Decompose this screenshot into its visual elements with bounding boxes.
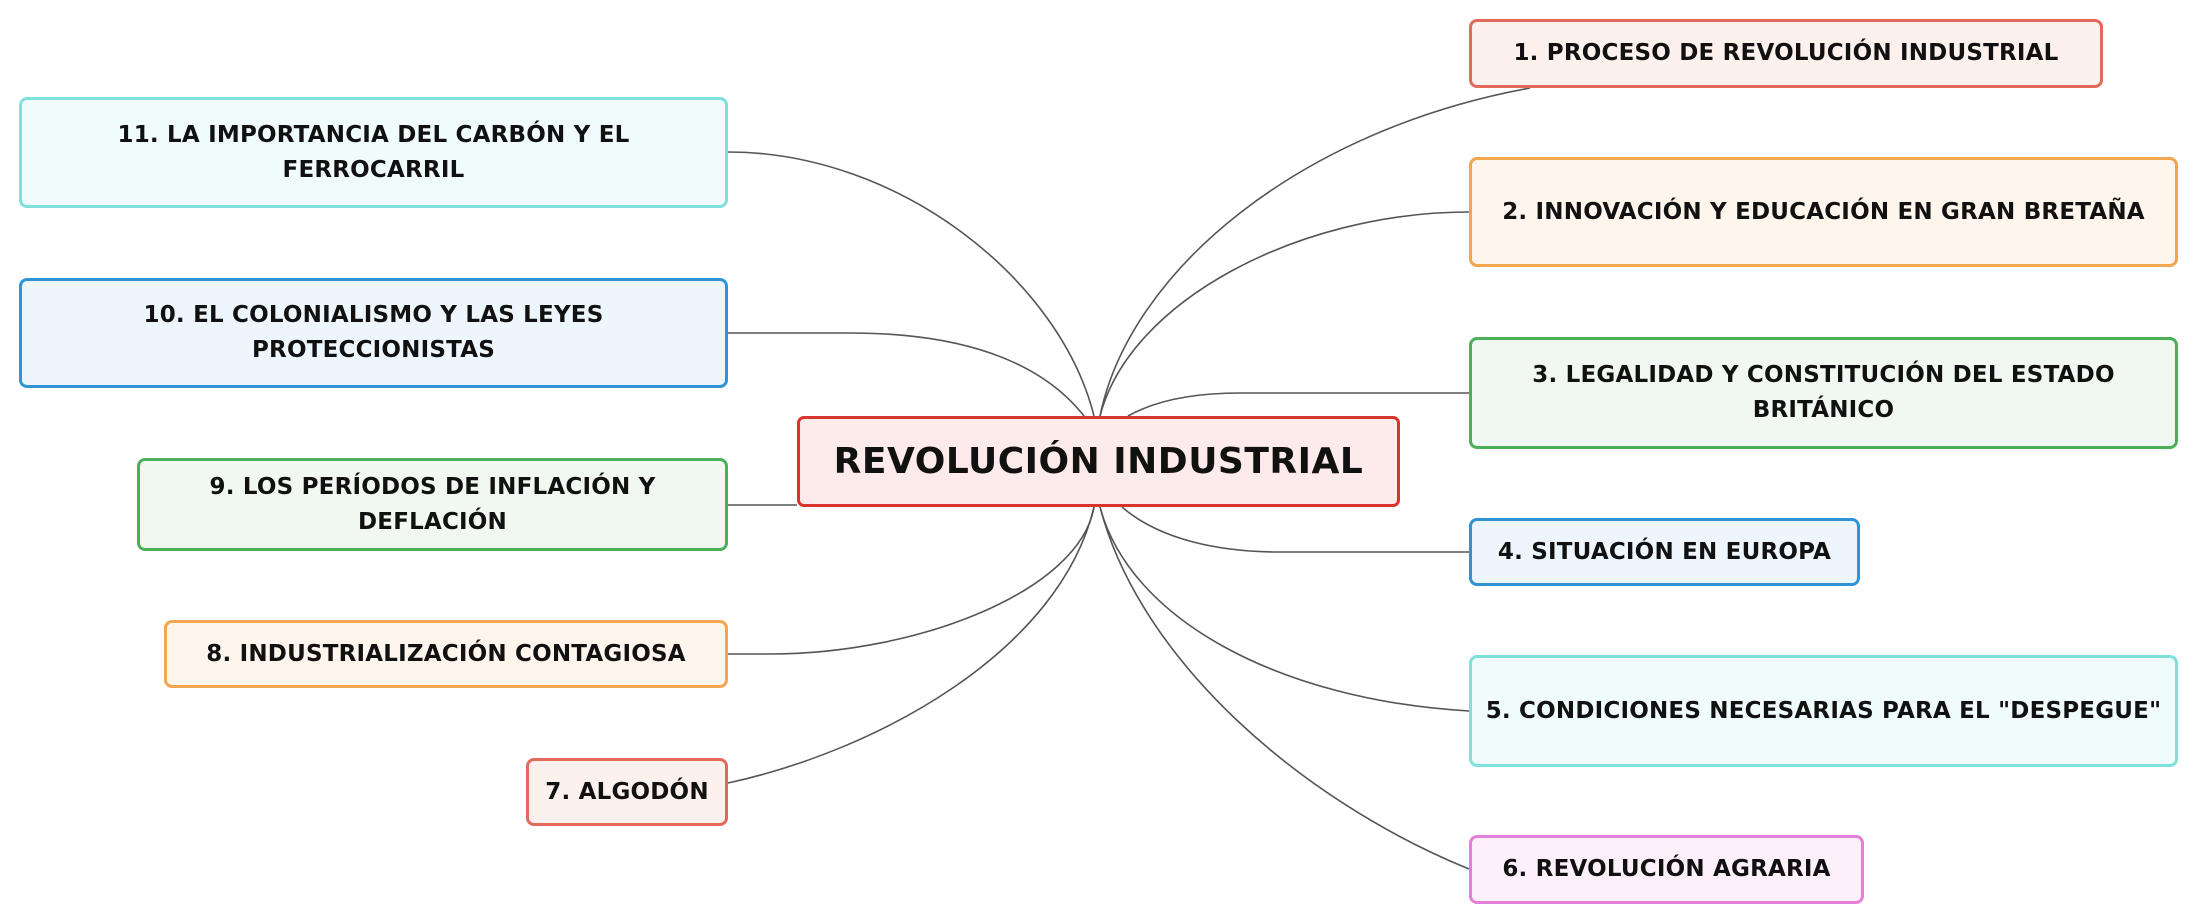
topic-9-label: 9. LOS PERÍODOS DE INFLACIÓN Y DEFLACIÓN bbox=[209, 473, 656, 535]
connector-1 bbox=[1099, 87, 1531, 417]
connector-3 bbox=[1127, 392, 1469, 417]
topic-6-label: 6. REVOLUCIÓN AGRARIA bbox=[1502, 856, 1831, 882]
topic-3-label: 3. LEGALIDAD Y CONSTITUCIÓN DEL ESTADO B… bbox=[1532, 362, 2115, 423]
topic-2-label: 2. INNOVACIÓN Y EDUCACIÓN EN GRAN BRETAÑ… bbox=[1502, 198, 2145, 225]
topic-9-inflacion[interactable]: 9. LOS PERÍODOS DE INFLACIÓN Y DEFLACIÓN bbox=[137, 458, 728, 551]
topic-7-algodon[interactable]: 7. ALGODÓN bbox=[526, 758, 728, 826]
topic-11-label: 11. LA IMPORTANCIA DEL CARBÓN Y EL FERRO… bbox=[117, 121, 630, 183]
connector-10 bbox=[728, 332, 1085, 417]
topic-8-label: 8. INDUSTRIALIZACIÓN CONTAGIOSA bbox=[206, 640, 686, 667]
topic-10-colonialismo[interactable]: 10. EL COLONIALISMO Y LAS LEYES PROTECCI… bbox=[19, 278, 728, 388]
topic-5-condiciones[interactable]: 5. CONDICIONES NECESARIAS PARA EL "DESPE… bbox=[1469, 655, 2178, 767]
topic-8-industrializacion[interactable]: 8. INDUSTRIALIZACIÓN CONTAGIOSA bbox=[164, 620, 728, 688]
connector-6 bbox=[1099, 506, 1470, 870]
topic-10-label: 10. EL COLONIALISMO Y LAS LEYES PROTECCI… bbox=[143, 302, 604, 363]
central-topic[interactable]: REVOLUCIÓN INDUSTRIAL bbox=[797, 416, 1400, 507]
connector-5 bbox=[1099, 506, 1470, 712]
topic-6-revolucion-agraria[interactable]: 6. REVOLUCIÓN AGRARIA bbox=[1469, 835, 1864, 904]
topic-5-label: 5. CONDICIONES NECESARIAS PARA EL "DESPE… bbox=[1485, 697, 2162, 724]
topic-3-legalidad[interactable]: 3. LEGALIDAD Y CONSTITUCIÓN DEL ESTADO B… bbox=[1469, 337, 2178, 449]
connector-4 bbox=[1121, 506, 1469, 553]
topic-4-situacion[interactable]: 4. SITUACIÓN EN EUROPA bbox=[1469, 518, 1860, 586]
topic-7-label: 7. ALGODÓN bbox=[545, 778, 709, 805]
connector-7 bbox=[727, 506, 1095, 784]
central-topic-label: REVOLUCIÓN INDUSTRIAL bbox=[833, 440, 1364, 482]
topic-1-proceso[interactable]: 1. PROCESO DE REVOLUCIÓN INDUSTRIAL bbox=[1469, 19, 2103, 88]
topic-1-label: 1. PROCESO DE REVOLUCIÓN INDUSTRIAL bbox=[1513, 40, 2059, 66]
topic-11-carbon[interactable]: 11. LA IMPORTANCIA DEL CARBÓN Y EL FERRO… bbox=[19, 97, 728, 208]
connector-2 bbox=[1099, 211, 1470, 417]
connector-11 bbox=[727, 151, 1095, 417]
topic-4-label: 4. SITUACIÓN EN EUROPA bbox=[1497, 538, 1832, 565]
connector-8 bbox=[728, 506, 1095, 655]
topic-2-innovacion[interactable]: 2. INNOVACIÓN Y EDUCACIÓN EN GRAN BRETAÑ… bbox=[1469, 157, 2178, 267]
